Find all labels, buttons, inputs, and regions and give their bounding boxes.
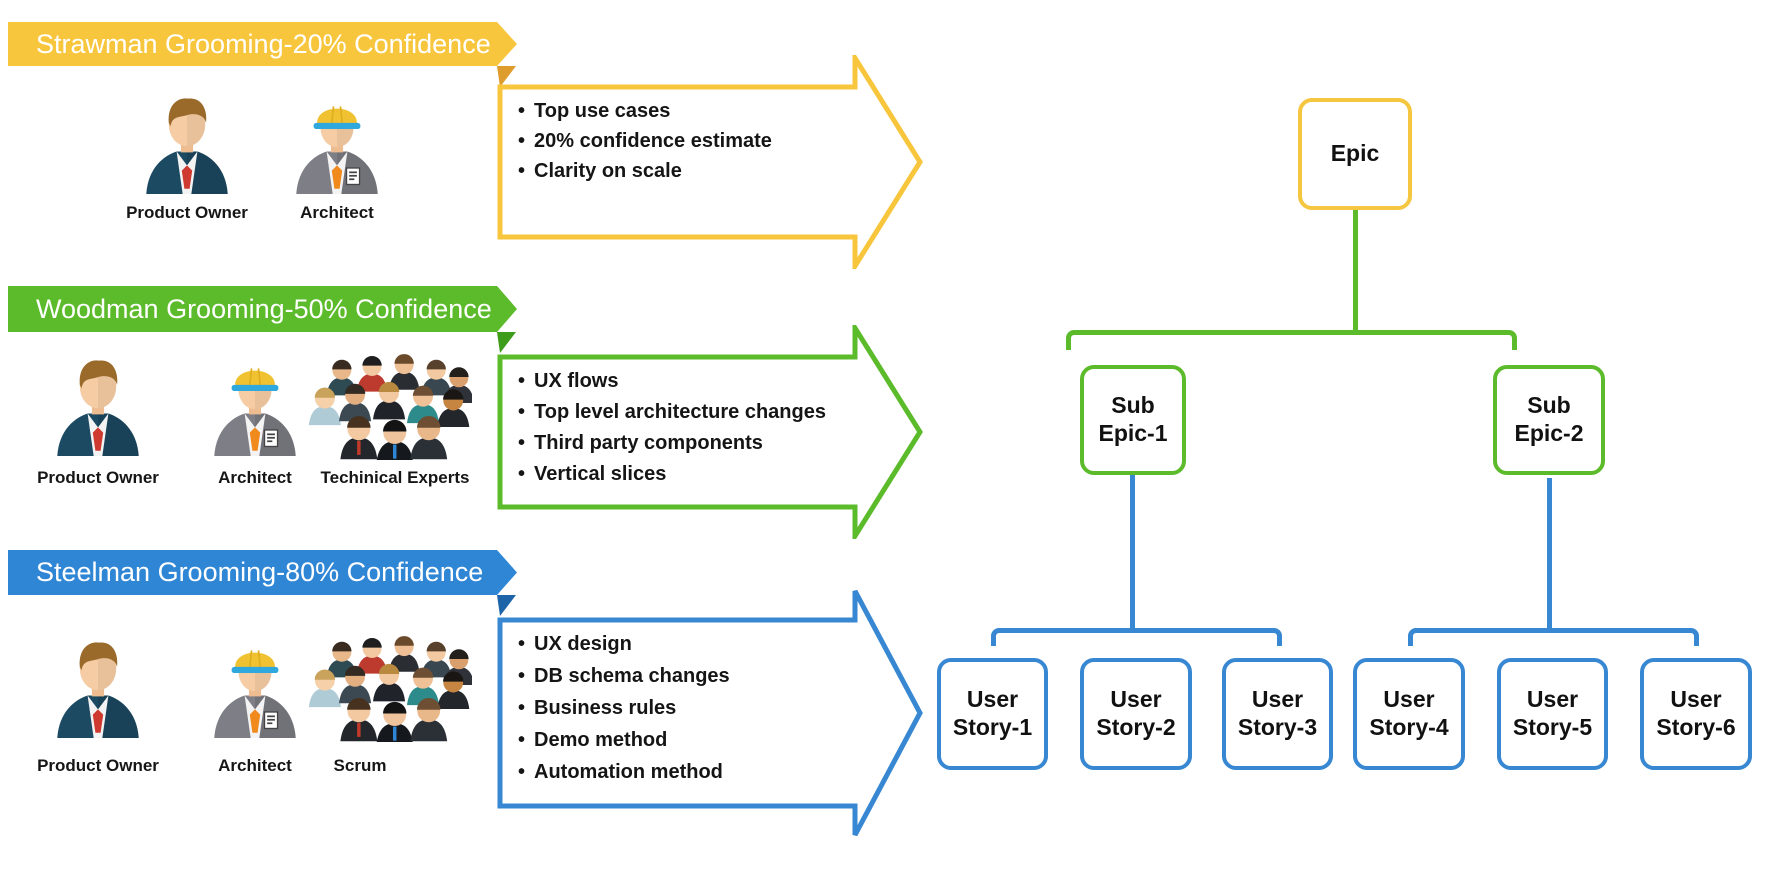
product-owner-icon (135, 85, 239, 199)
person-label: Product Owner (37, 468, 159, 487)
steelman-output-list: UX design DB schema changes Business rul… (518, 628, 730, 788)
product-owner-icon (46, 348, 150, 460)
connector-subepic1 (1130, 475, 1135, 630)
bullet-item: 20% confidence estimate (518, 126, 772, 156)
user-story-4-node: User Story-4 (1353, 658, 1465, 770)
person-label: Techinical Experts (320, 468, 470, 487)
bullet-item: Top level architecture changes (518, 397, 826, 428)
sub-epic-1-node: Sub Epic-1 (1080, 365, 1186, 475)
user-story-2-node: User Story-2 (1080, 658, 1192, 770)
epic-node: Epic (1298, 98, 1412, 210)
bullet-item: Clarity on scale (518, 156, 772, 186)
bullet-item: Business rules (518, 692, 730, 724)
bullet-item: UX design (518, 628, 730, 660)
team-icon (308, 342, 472, 460)
connector-bracket-stories-2 (1408, 628, 1699, 646)
connector-bracket-subepics (1066, 330, 1517, 350)
woodman-output-list: UX flows Top level architecture changes … (518, 366, 826, 490)
architect-icon (203, 630, 307, 742)
person-label: Architect (218, 468, 292, 487)
bullet-item: Automation method (518, 756, 730, 788)
connector-epic (1353, 210, 1358, 332)
user-story-5-node: User Story-5 (1497, 658, 1608, 770)
person-label: Architect (300, 203, 374, 222)
product-owner-icon (46, 630, 150, 742)
connector-bracket-stories-1 (991, 628, 1282, 646)
banner-steelman: Steelman Grooming-80% Confidence (8, 550, 517, 595)
person-label: Scrum (333, 756, 387, 775)
bullet-item: Top use cases (518, 96, 772, 126)
strawman-output-list: Top use cases 20% confidence estimate Cl… (518, 96, 772, 186)
user-story-6-node: User Story-6 (1640, 658, 1752, 770)
bullet-item: Third party components (518, 428, 826, 459)
bullet-item: Demo method (518, 724, 730, 756)
connector-subepic2 (1547, 478, 1552, 630)
architect-icon (285, 85, 389, 199)
banner-strawman: Strawman Grooming-20% Confidence (8, 22, 517, 66)
person-label: Product Owner (37, 756, 159, 775)
architect-icon (203, 348, 307, 460)
bullet-item: DB schema changes (518, 660, 730, 692)
banner-woodman: Woodman Grooming-50% Confidence (8, 286, 517, 332)
person-label: Architect (218, 756, 292, 775)
bullet-item: Vertical slices (518, 459, 826, 490)
sub-epic-2-node: Sub Epic-2 (1493, 365, 1605, 475)
user-story-3-node: User Story-3 (1222, 658, 1333, 770)
team-icon (308, 624, 472, 742)
person-label: Product Owner (126, 203, 248, 222)
bullet-item: UX flows (518, 366, 826, 397)
user-story-1-node: User Story-1 (937, 658, 1048, 770)
